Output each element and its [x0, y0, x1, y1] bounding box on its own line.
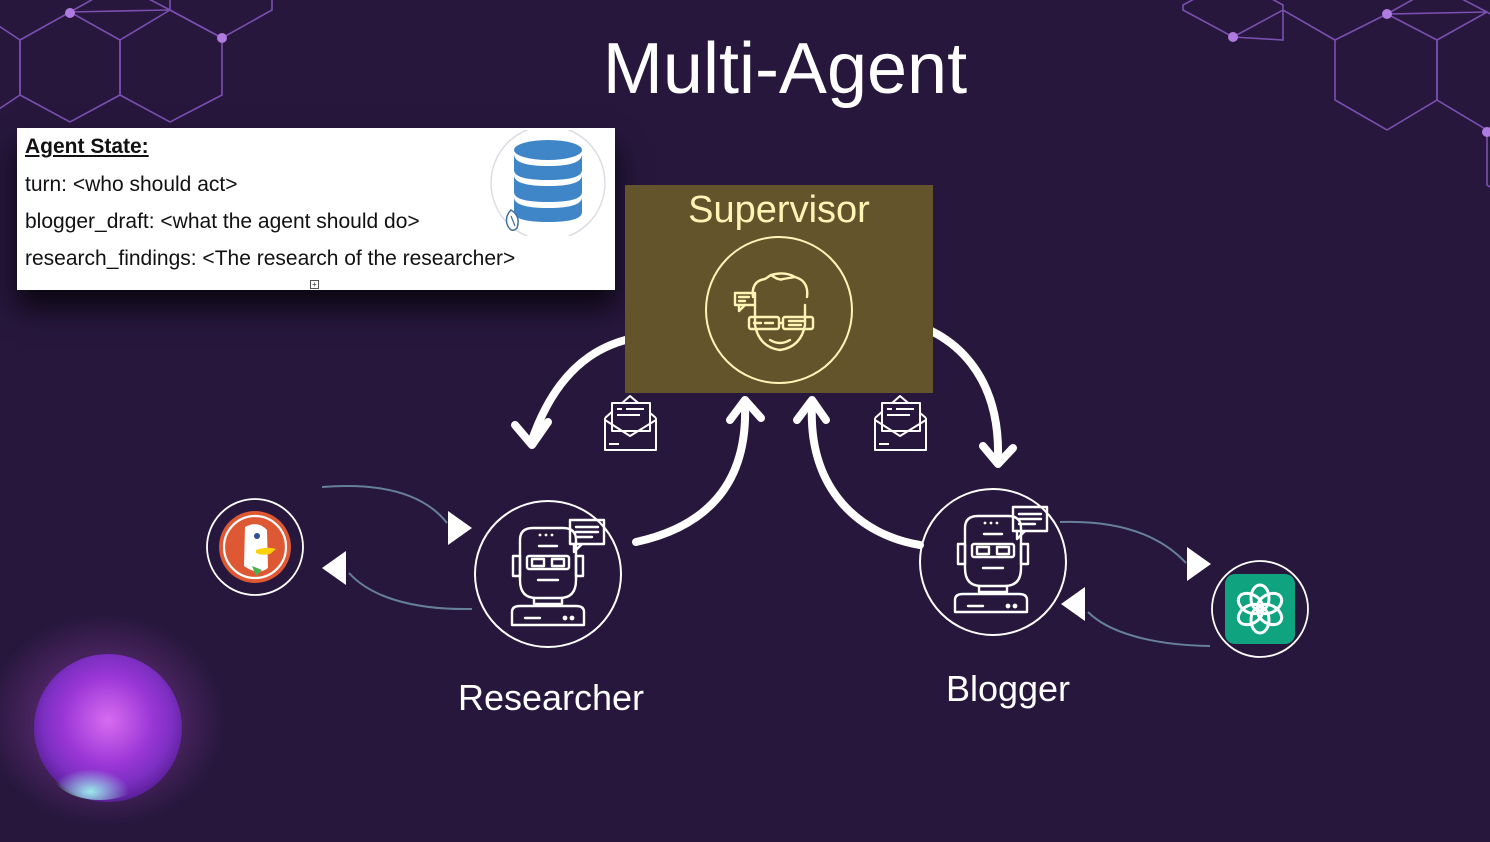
hexagon-nodes-left	[65, 8, 227, 43]
hexagon-decoration-right	[1182, 0, 1490, 188]
arrowhead-supervisor-to-blogger	[979, 442, 1017, 468]
arrow-researcher-to-supervisor	[632, 401, 750, 546]
supervisor-robot-icon	[705, 236, 853, 384]
hexagon-nodes-right	[1228, 9, 1490, 137]
supervisor-label: Supervisor	[688, 189, 870, 231]
agent-state-research-findings: research_findings: <The research of the …	[25, 247, 516, 270]
agent-state-panel: Agent State: turn: <who should act> blog…	[17, 125, 615, 290]
blogger-robot-icon	[919, 488, 1067, 636]
duckduckgo-icon	[206, 498, 304, 596]
slide-title: Multi-Agent	[602, 29, 968, 109]
arrowhead-supervisor-to-researcher	[511, 418, 552, 449]
arrowhead-blogger-to-llm	[1187, 547, 1211, 581]
blogger-label: Blogger	[945, 668, 1071, 709]
agent-state-turn: turn: <who should act>	[25, 173, 238, 196]
agent-state-heading: Agent State:	[25, 135, 149, 158]
openai-icon	[1211, 560, 1309, 658]
arrowhead-search-to-researcher	[448, 511, 472, 545]
agent-state-blogger-draft: blogger_draft: <what the agent should do…	[25, 210, 420, 233]
envelope-icon-left	[604, 395, 657, 451]
supervisor-node: Supervisor	[625, 185, 933, 393]
hexagon-decoration-left	[0, 0, 273, 123]
arrowhead-researcher-to-search	[322, 551, 346, 585]
envelope-icon-right	[874, 395, 927, 451]
researcher-robot-icon	[474, 500, 622, 648]
arrowhead-blogger-to-supervisor	[793, 396, 830, 424]
connector-blogger-to-llm	[1059, 520, 1187, 564]
resize-handle[interactable]: +	[310, 280, 319, 289]
database-icon	[489, 125, 607, 241]
connector-llm-to-blogger	[1087, 611, 1211, 647]
researcher-label: Researcher	[457, 677, 645, 718]
connector-search-to-researcher	[321, 484, 448, 524]
arrowhead-llm-to-blogger	[1061, 587, 1085, 621]
connector-researcher-to-search	[348, 572, 473, 611]
arrow-blogger-to-supervisor	[807, 401, 924, 549]
orb-decoration	[0, 615, 225, 825]
arrowhead-researcher-to-supervisor	[726, 396, 765, 424]
